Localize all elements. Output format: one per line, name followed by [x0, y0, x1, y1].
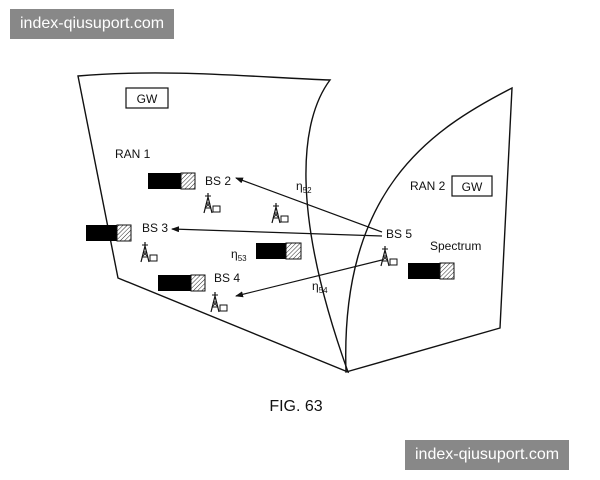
watermark-bottom: index-qiusuport.com	[405, 440, 570, 470]
bs5-label: BS 5	[386, 227, 412, 241]
spectrum-label: Spectrum	[430, 239, 481, 253]
bs3-tower-icon	[140, 241, 158, 263]
ran2-region	[345, 86, 513, 373]
ran2-gw-box	[451, 175, 493, 197]
bs4-label: BS 4	[214, 271, 240, 285]
spectrum-bar-middle	[256, 242, 302, 260]
eta54-label: η54	[312, 279, 328, 295]
spectrum-bar-bs3	[86, 224, 132, 242]
ran2-label: RAN 2	[410, 179, 446, 193]
spectrum-bar-bs2	[148, 172, 196, 190]
extra-tower-icon	[271, 202, 289, 224]
figure-caption: FIG. 63	[269, 398, 322, 415]
arrow-bs5-to-bs2	[235, 177, 383, 233]
spectrum-bar-ran2	[408, 262, 455, 280]
spectrum-bar-bs4	[158, 274, 206, 292]
watermark-top: index-qiusuport.com	[10, 9, 175, 39]
bs2-tower-icon	[203, 192, 221, 214]
arrow-bs5-to-bs3	[171, 226, 383, 237]
eta52-label: η52	[296, 179, 312, 195]
ran1-gw-box	[125, 87, 169, 109]
ran1-label: RAN 1	[115, 147, 151, 161]
bs5-tower-icon	[380, 245, 398, 267]
ran2-gw-label: GW	[462, 180, 483, 194]
bs3-label: BS 3	[142, 221, 168, 235]
ran1-region	[77, 72, 350, 374]
bs4-tower-icon	[210, 291, 228, 313]
eta53-label: η53	[231, 247, 247, 263]
arrow-bs5-to-bs4	[235, 259, 383, 298]
bs2-label: BS 2	[205, 174, 231, 188]
ran1-gw-label: GW	[137, 92, 158, 106]
